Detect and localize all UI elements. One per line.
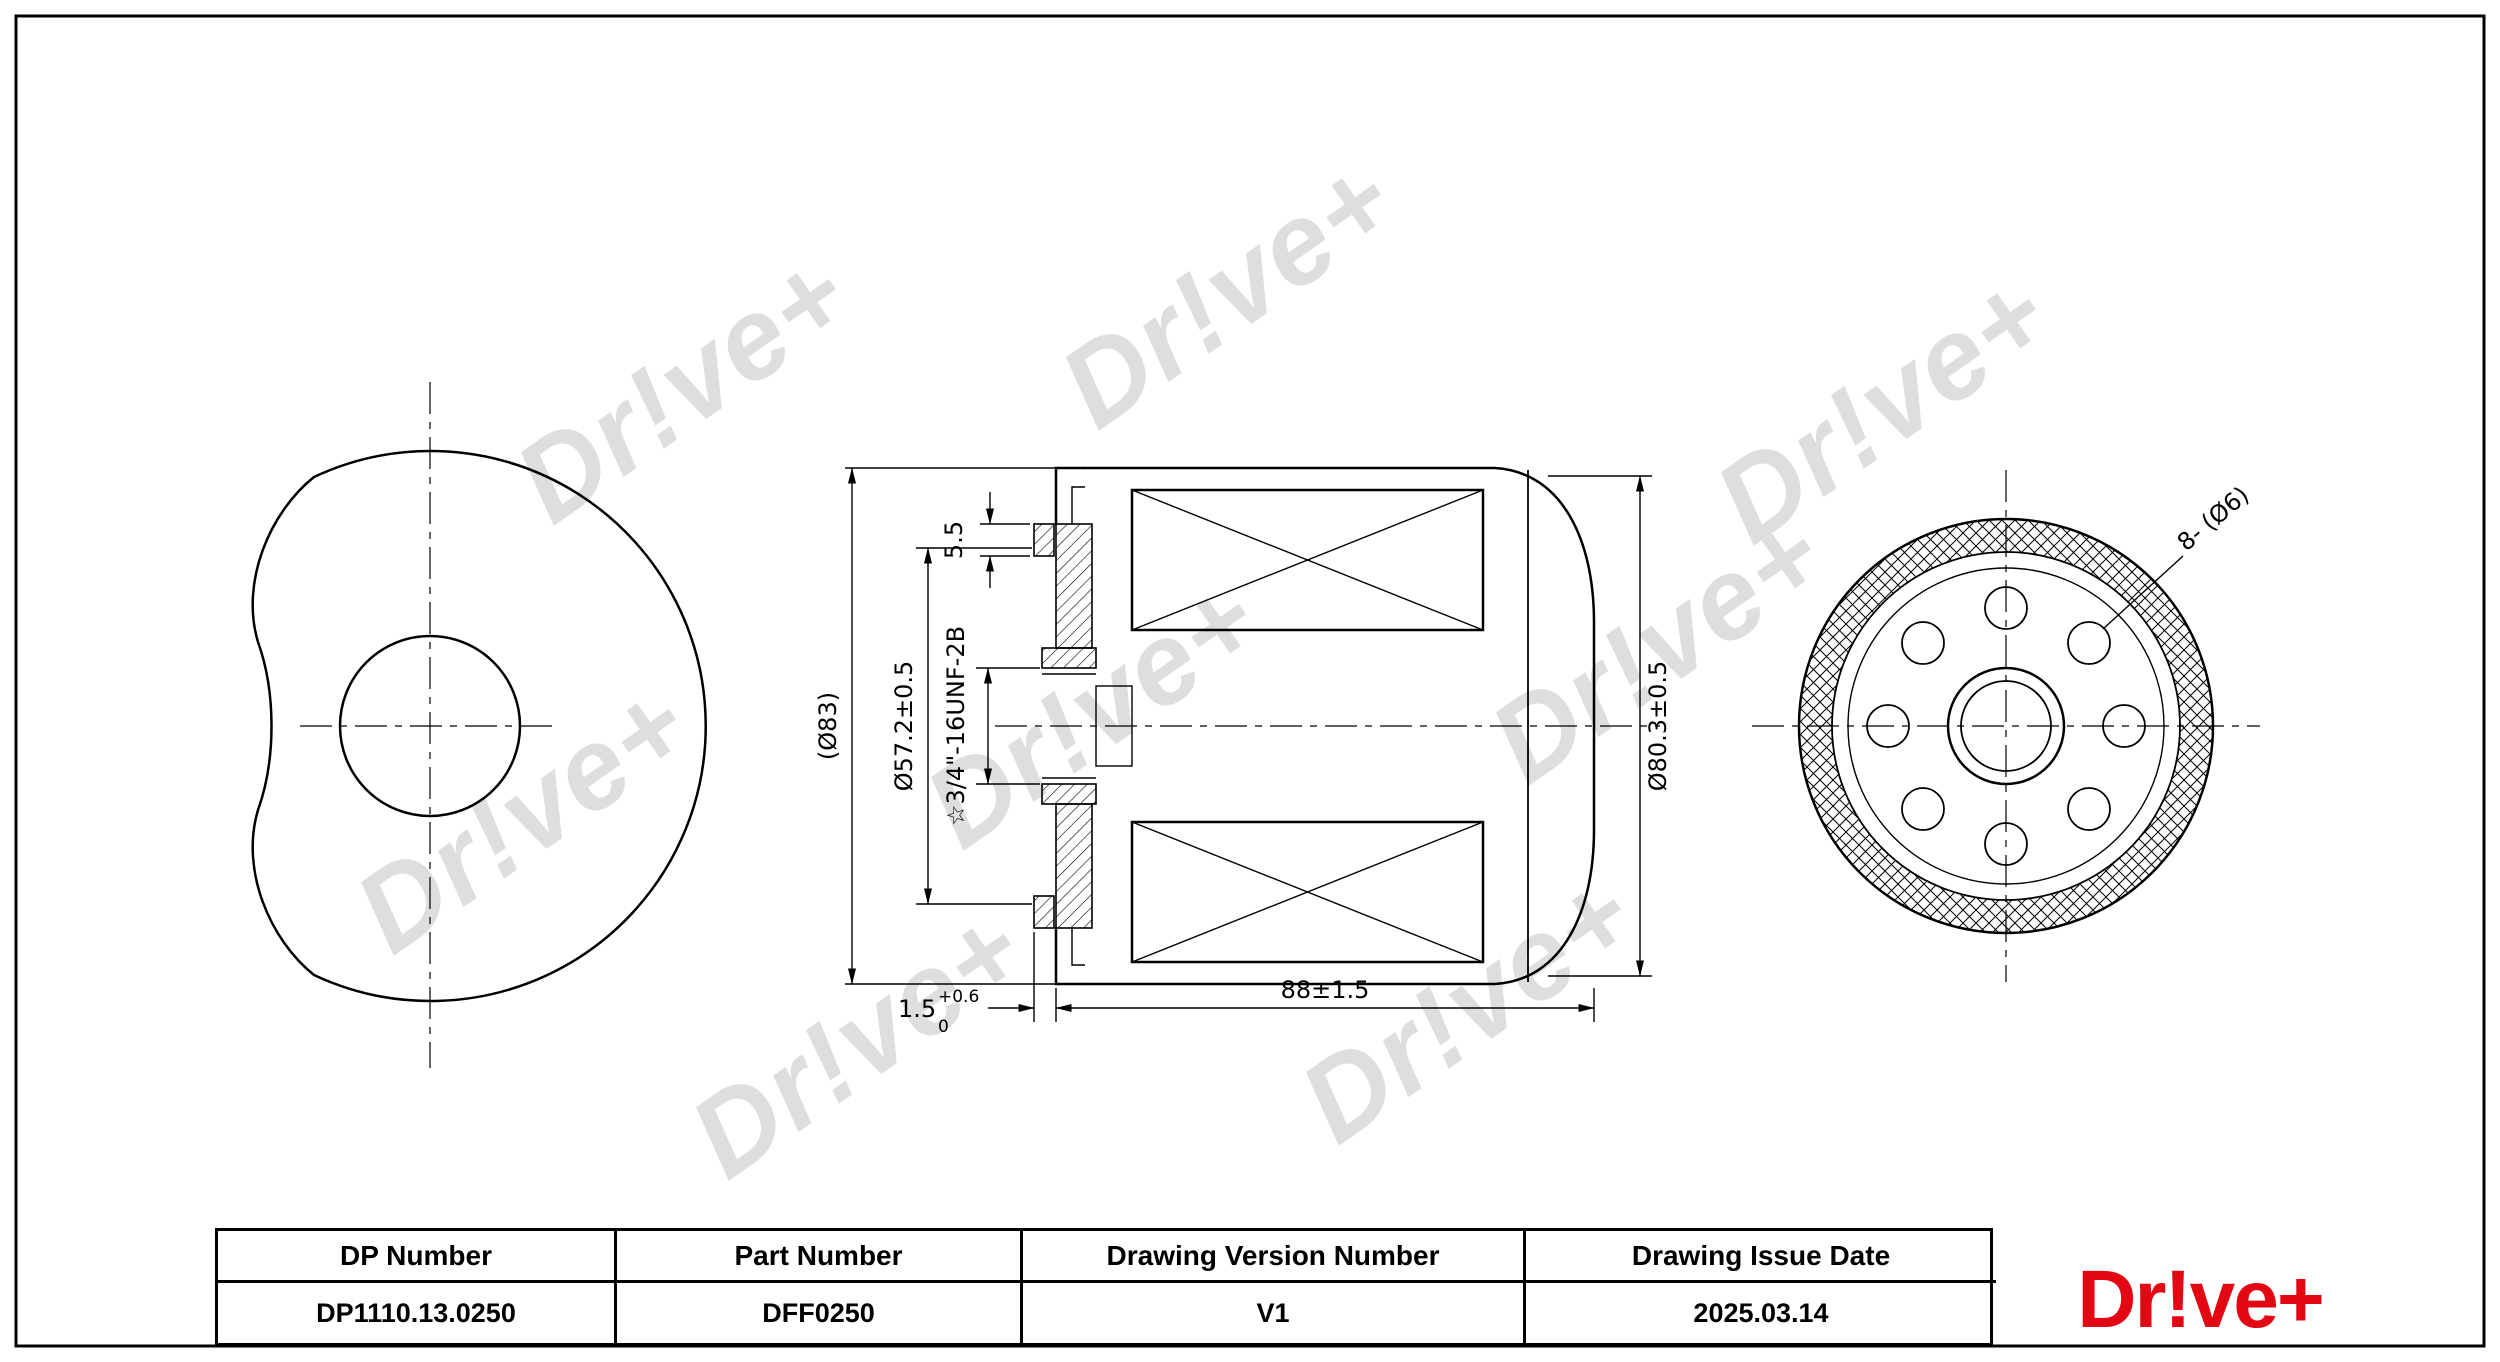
center-tube-joint [1095, 685, 1133, 767]
watermark-text: Dr!ve+ [1038, 134, 1417, 453]
title-block-value-drawing-version: V1 [1023, 1283, 1526, 1343]
dim-length-label: 88±1.5 [1281, 976, 1370, 1004]
gasket-top [1033, 523, 1055, 557]
bolt-hole [1901, 621, 1945, 665]
thread-lines [1042, 673, 1096, 779]
bolt-hole [1901, 787, 1945, 831]
dim-step-extlines [980, 523, 1030, 557]
title-block-header-drawing-version: Drawing Version Number [1023, 1231, 1526, 1283]
end-crimp-inner-circle [1831, 551, 2181, 901]
section-view [995, 466, 1660, 986]
bolt-hole [2102, 704, 2146, 748]
element-upper [1130, 488, 1485, 632]
holes-leader-line [2102, 555, 2184, 630]
bolt-hole [1984, 586, 2028, 630]
center-thread-inner [1960, 680, 2052, 772]
title-block-header-issue-date: Drawing Issue Date [1526, 1231, 1996, 1283]
dim-outer-dia-extlines [845, 467, 1082, 985]
center-thread-outer [1946, 666, 2066, 786]
element-lower-cross [1131, 821, 1484, 963]
bolt-hole [2067, 787, 2111, 831]
title-block: DP Number Part Number Drawing Version Nu… [215, 1228, 1996, 1346]
can-outline [1083, 466, 1596, 986]
thread-boss-upper [1041, 647, 1097, 669]
dim-lip-tol-upper: +0.6 [938, 987, 979, 1007]
bolt-holes [1866, 586, 2146, 866]
dim-plate-dia-label: Ø57.2±0.5 [890, 661, 918, 792]
element-upper-cross [1131, 489, 1484, 631]
baseplate-lower [1055, 803, 1093, 929]
profile-center-hole [338, 634, 522, 818]
crimp-bottom-inner [1071, 928, 1085, 966]
profile-outline [251, 449, 707, 1003]
end-baseplate-circle [1847, 567, 2165, 885]
bolt-hole [2067, 621, 2111, 665]
title-block-header-part-number: Part Number [617, 1231, 1023, 1283]
dim-lip-tol-lower: 0 [938, 1017, 949, 1037]
bolt-hole [1984, 822, 2028, 866]
dim-lip-label: 1.5 [898, 995, 936, 1023]
watermark-text: Dr!ve+ [493, 229, 872, 548]
element-lower [1130, 820, 1485, 964]
title-block-value-issue-date: 2025.03.14 [1693, 1297, 1829, 1328]
title-block-value-dp-number: DP1110.13.0250 [218, 1283, 617, 1343]
title-block-header-dp-number: DP Number [218, 1231, 617, 1283]
crimp-bottom-outer [1054, 926, 1087, 986]
watermark-text: Dr!ve+ [333, 659, 712, 978]
dim-thread-label: ☆3/4"-16UNF-2B [942, 626, 970, 826]
section-dimensions: (Ø83) Ø57.2±0.5 ☆3/4"-16UNF-2B 5.5 1.5 +… [814, 467, 1672, 1037]
end-outer-circle [1797, 517, 2215, 935]
dim-outer-dia-label: (Ø83) [814, 692, 842, 760]
crimp-top-outer [1054, 466, 1087, 526]
thread-boss-lower [1041, 783, 1097, 805]
dim-plate-dia-extlines [916, 547, 1032, 905]
side-profile-view [251, 382, 707, 1068]
crimp-top-inner [1071, 486, 1085, 524]
gasket-bottom [1033, 895, 1055, 929]
dim-seam-dia-label: Ø80.3±0.5 [1644, 661, 1672, 792]
brand-logo: Dr!ve+ [2077, 1254, 2325, 1345]
dim-seam-dia-extlines [1548, 475, 1652, 977]
bolt-hole [1866, 704, 1910, 748]
dim-step-label: 5.5 [940, 521, 968, 559]
baseplate-upper [1055, 523, 1093, 649]
holes-count-label: 8- (Ø6) [2172, 481, 2255, 557]
end-view: 8- (Ø6) [1752, 470, 2260, 982]
page-border [14, 14, 2486, 1348]
title-block-value-part-number: DFF0250 [617, 1283, 1023, 1343]
watermark-text: Dr!ve+ [668, 884, 1047, 1203]
